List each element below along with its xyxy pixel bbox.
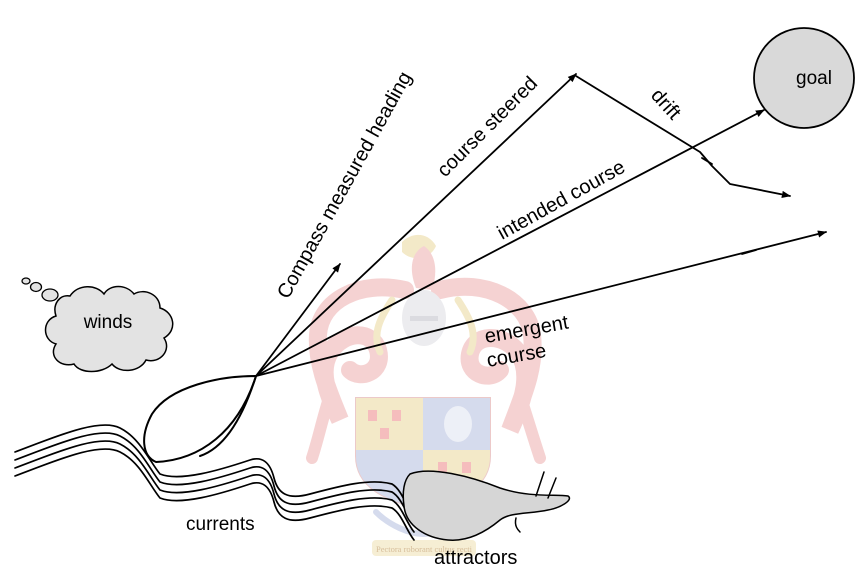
compass-heading-label: Compass measured heading bbox=[273, 68, 416, 302]
winds-label: winds bbox=[83, 312, 133, 333]
boat-hull bbox=[144, 376, 256, 462]
course-steered-label: course steered bbox=[433, 72, 542, 181]
currents-label: currents bbox=[186, 514, 255, 535]
goal-label: goal bbox=[796, 68, 832, 89]
intended-course-label: intended course bbox=[494, 156, 629, 244]
goal-node: goal bbox=[754, 28, 854, 128]
attractors-label: attractors bbox=[434, 547, 517, 569]
drift-label: drift bbox=[646, 85, 685, 125]
winds-thought-bubble: winds bbox=[22, 278, 173, 372]
attractor-shape bbox=[403, 471, 569, 540]
